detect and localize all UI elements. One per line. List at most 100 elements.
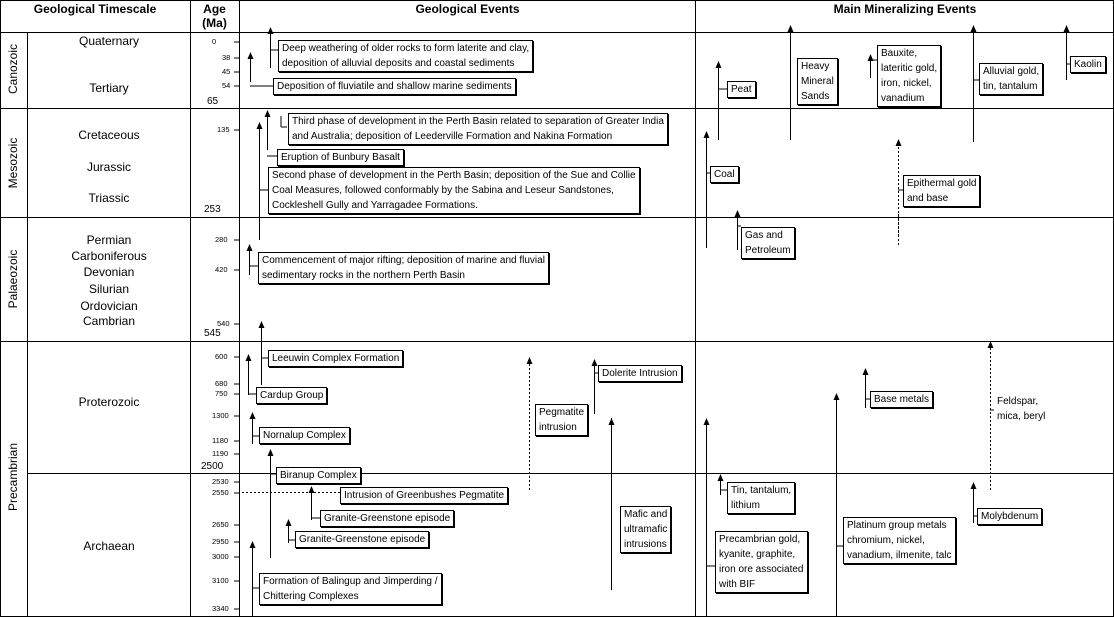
period-archaean: Archaean: [83, 539, 135, 553]
mineral-line: Gas and: [745, 230, 783, 241]
event-line: Leeuwin Complex Formation: [272, 353, 400, 364]
event-leeuwin: Leeuwin Complex Formation: [268, 350, 404, 367]
period-quaternary: Quaternary: [78, 34, 140, 48]
age-label: 2950: [212, 537, 229, 546]
mineral-line: Precambrian gold,: [719, 534, 801, 545]
mineral-kaolin: Kaolin: [1070, 56, 1106, 73]
mineral-line: lateritic gold,: [881, 63, 938, 74]
mineral-line: Alluvial gold,: [983, 66, 1040, 77]
mineral-line: Base metals: [874, 394, 930, 405]
event-biranup: Biranup Complex: [276, 467, 361, 484]
age-label: 2550: [212, 488, 229, 497]
event-line: Biranup Complex: [280, 470, 357, 481]
event-arrows: [245, 25, 1070, 617]
event-line: intrusions: [624, 539, 667, 550]
age-label: 540: [217, 319, 230, 328]
age-label: 750: [215, 389, 228, 398]
age-label: 280: [215, 235, 228, 244]
mineral-line: Petroleum: [745, 245, 791, 256]
age-header-line2: (Ma): [202, 16, 227, 30]
period-triassic: Triassic: [88, 191, 130, 205]
mineral-gas-petroleum: Gas and Petroleum: [741, 227, 795, 259]
event-line: Intrusion of Greenbushes Pegmatite: [344, 490, 505, 501]
event-dolerite: Dolerite Intrusion: [598, 365, 682, 382]
mineral-tin-tantalum: Tin, tantalum, lithium: [727, 482, 796, 514]
mineral-molybdenum: Molybdenum: [977, 508, 1043, 525]
event-line: Chittering Complexes: [263, 591, 359, 602]
period-jurassic: Jurassic: [86, 160, 131, 174]
mineralizing-header: Main Mineralizing Events: [833, 2, 977, 16]
age-header: Age (Ma): [190, 2, 239, 30]
mineral-line: iron, nickel,: [881, 78, 932, 89]
age-label: 1180: [212, 436, 229, 445]
event-line: and Australia; deposition of Leederville…: [292, 131, 613, 142]
mineral-coal: Coal: [710, 166, 739, 183]
period-silurian: Silurian: [88, 282, 130, 296]
event-balingup: Formation of Balingup and Jimperding / C…: [259, 573, 442, 605]
age-ticks: [234, 41, 239, 610]
event-line: Granite-Greenstone episode: [299, 534, 426, 545]
event-deep-weathering: Deep weathering of older rocks to form l…: [278, 40, 534, 72]
event-cardup: Cardup Group: [256, 387, 328, 404]
event-line: Commencement of major rifting; depositio…: [262, 255, 545, 266]
event-line: Pegmatite: [539, 407, 585, 418]
era-canozoic: Canozoic: [6, 43, 20, 95]
mineral-heavy-sands: Heavy Mineral Sands: [797, 58, 838, 105]
age-boundary-label: 545: [204, 328, 221, 339]
age-label: 0: [212, 37, 217, 46]
event-third-phase: Third phase of development in the Perth …: [288, 113, 668, 145]
era-mesozoic: Mesozoic: [6, 137, 20, 189]
period-devonian: Devonian: [83, 265, 135, 279]
age-label: 38: [222, 53, 231, 62]
age-label: 3000: [212, 552, 229, 561]
mineral-line: Coal: [714, 169, 735, 180]
event-line: Second phase of development in the Perth…: [272, 170, 636, 181]
age-boundary-label: 65: [207, 96, 219, 107]
age-label: 3340: [212, 604, 229, 613]
connector-ticks: [248, 49, 1070, 589]
mineral-peat: Peat: [727, 81, 756, 98]
event-pegmatite: Pegmatite intrusion: [535, 404, 589, 436]
age-label: 135: [217, 125, 230, 134]
mineral-feldspar: Feldspar, mica, beryl: [994, 394, 1049, 424]
period-cambrian: Cambrian: [82, 314, 136, 328]
event-line: Eruption of Bunbury Basalt: [281, 152, 400, 163]
event-granite-greenstone-2: Granite-Greenstone episode: [295, 531, 430, 548]
mineral-line: Platinum group metals: [847, 520, 947, 531]
mineral-line: Bauxite,: [881, 48, 918, 59]
mineral-line: Molybdenum: [981, 511, 1039, 522]
event-line: Third phase of development in the Perth …: [292, 116, 664, 127]
age-label: 45: [222, 67, 231, 76]
mineral-epithermal-gold: Epithermal gold and base: [903, 175, 981, 207]
mineral-line: chromium, nickel,: [847, 535, 925, 546]
mineral-line: kyanite, graphite,: [719, 549, 796, 560]
event-line: Granite-Greenstone episode: [324, 513, 451, 524]
mineral-line: mica, beryl: [997, 411, 1046, 422]
age-label: 420: [215, 265, 228, 274]
age-label: 3100: [212, 576, 229, 585]
mineral-bauxite: Bauxite, lateritic gold, iron, nickel, v…: [877, 45, 942, 107]
event-line: Cockleshell Gully and Yarragadee Formati…: [272, 200, 478, 211]
mineral-line: Heavy: [801, 61, 830, 72]
mineral-line: Mineral: [801, 76, 834, 87]
dotted-arrowheads: [526, 139, 994, 425]
mineral-line: vanadium, ilmenite, talc: [847, 550, 952, 561]
mineral-line: lithium: [731, 500, 760, 511]
event-greenbushes: Intrusion of Greenbushes Pegmatite: [340, 487, 509, 504]
events-header: Geological Events: [415, 2, 520, 16]
event-line: Dolerite Intrusion: [602, 368, 678, 379]
event-line: Deposition of fluviatile and shallow mar…: [277, 81, 512, 92]
mineral-line: Kaolin: [1074, 59, 1102, 70]
period-carboniferous: Carboniferous: [71, 249, 147, 263]
event-granite-greenstone-1: Granite-Greenstone episode: [320, 510, 455, 527]
era-palaeozoic: Palaeozoic: [6, 249, 20, 309]
event-line: Mafic and: [624, 509, 668, 520]
age-label: 1190: [212, 449, 229, 458]
event-line: Coal Measures, followed conformably by t…: [272, 185, 614, 196]
event-nornalup: Nornalup Complex: [259, 427, 350, 444]
event-line: deposition of alluvial deposits and coas…: [282, 58, 515, 69]
dotted-arrows: [242, 140, 991, 493]
age-label: 600: [215, 352, 228, 361]
timescale-header: Geological Timescale: [33, 2, 157, 16]
mineral-line: and base: [907, 193, 949, 204]
